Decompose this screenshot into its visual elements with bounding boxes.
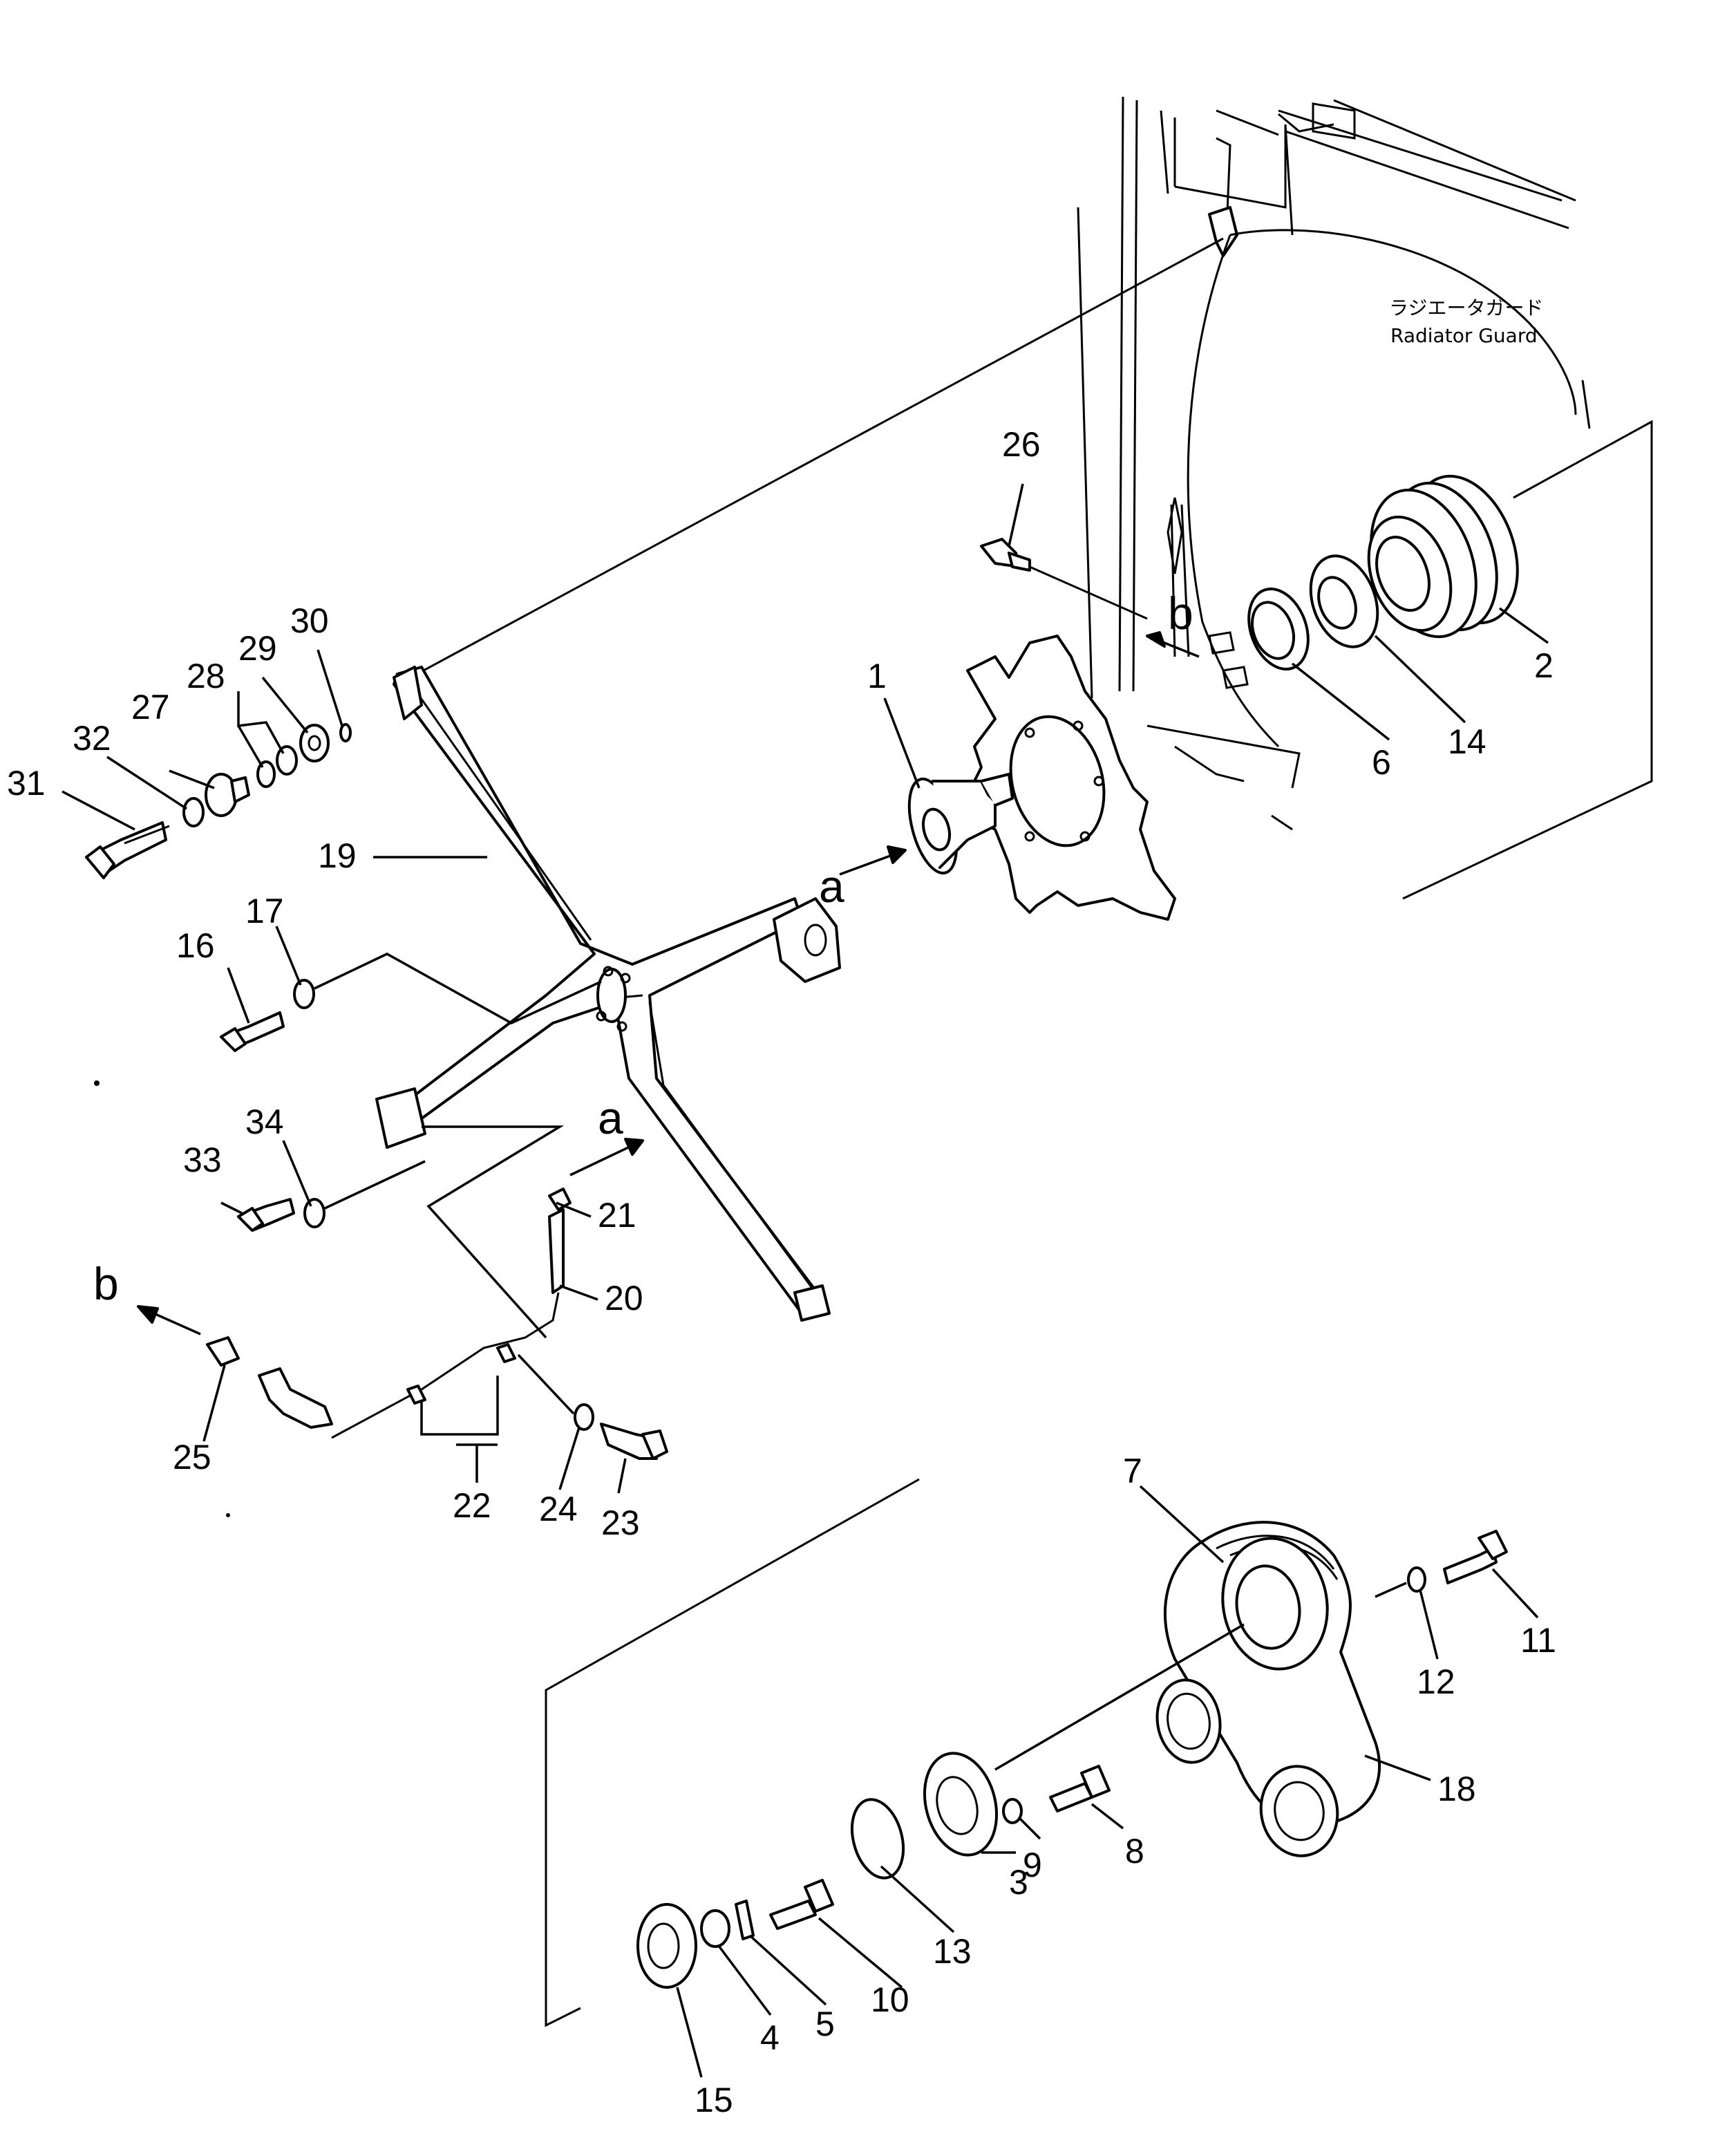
- callout-10: 10: [871, 1980, 909, 2019]
- radiator-guard: [1077, 96, 1591, 831]
- part-17-leader-line: [314, 953, 602, 1024]
- callout-17: 17: [245, 892, 284, 930]
- part-4-plate: [700, 1909, 730, 1948]
- part-26-grease-fitting: [980, 538, 1148, 620]
- part-7-belt-assembly: [1155, 1521, 1381, 1857]
- speck: [94, 1080, 100, 1086]
- lube-line: [206, 1188, 572, 1439]
- part-13-o-ring: [851, 1798, 905, 1880]
- part-2-pulley-housing: [1367, 474, 1519, 639]
- arrow-label-b-upper: b: [1168, 588, 1193, 639]
- callout-23: 23: [601, 1503, 640, 1542]
- callout-15: 15: [695, 2081, 733, 2119]
- part-31-bolt: [85, 821, 170, 879]
- callout-13: 13: [933, 1932, 972, 1971]
- part-16-bolt: [220, 1011, 285, 1052]
- part-15-bearing: [636, 1903, 697, 1989]
- part-8-bolt: [1049, 1765, 1111, 1812]
- part-24-leader-line: [517, 1353, 575, 1415]
- part-34-washer: [303, 1198, 325, 1228]
- callout-8: 8: [1125, 1832, 1144, 1871]
- callout-5: 5: [815, 2005, 835, 2043]
- part-12-washer: [1407, 1566, 1426, 1593]
- guide-lines: [404, 237, 1653, 2027]
- callout-6: 6: [1372, 743, 1391, 782]
- callout-22: 22: [453, 1486, 491, 1525]
- callout-26: 26: [1002, 425, 1041, 464]
- callout-33: 33: [183, 1141, 222, 1179]
- part-14-bearing: [1309, 554, 1379, 648]
- callout-16: 16: [176, 926, 215, 965]
- callout-25: 25: [173, 1438, 211, 1477]
- part-32-washer: [182, 797, 205, 827]
- part-6-seal: [1247, 587, 1310, 671]
- callout-7: 7: [1123, 1452, 1142, 1490]
- part-19-fan-bracket: [375, 666, 841, 1322]
- callout-32: 32: [73, 719, 111, 758]
- callout-31: 31: [7, 764, 46, 803]
- callout-leaders: [62, 483, 1549, 2078]
- callout-27: 27: [131, 688, 170, 727]
- callout-34: 34: [245, 1103, 284, 1141]
- callout-24: 24: [539, 1490, 578, 1528]
- callout-29: 29: [238, 629, 277, 668]
- arrow-label-a-lower: a: [598, 1092, 623, 1143]
- part-11-bolt: [1443, 1530, 1508, 1584]
- callout-30: 30: [290, 601, 329, 640]
- part-27-collar: [205, 773, 250, 817]
- part-5-lock-plate: [735, 1900, 755, 1940]
- part-23-bolt: [600, 1423, 668, 1460]
- part-34-leader-line: [324, 1125, 565, 1339]
- callout-2: 2: [1534, 646, 1554, 685]
- arrow-label-b-lower: b: [93, 1258, 119, 1309]
- callout-28: 28: [187, 657, 225, 695]
- arrow-b-upper: [1146, 631, 1200, 658]
- part-29-washer: [299, 724, 330, 762]
- arrow-label-a-upper: a: [819, 861, 844, 912]
- callout-14: 14: [1448, 722, 1486, 761]
- callout-numbers: 1 2 3 4 5 6 7 8 9 10 11 12 13 14 15 16 1…: [7, 425, 1556, 2119]
- part-12-leader-line: [1375, 1582, 1407, 1598]
- arrow-a-upper: [839, 845, 907, 876]
- part-30-ring: [339, 723, 352, 742]
- arrow-b-lower: [137, 1305, 201, 1335]
- part-17-washer: [293, 979, 315, 1009]
- callout-12: 12: [1417, 1662, 1455, 1701]
- speck: [226, 1513, 230, 1517]
- part-33-bolt: [237, 1198, 295, 1232]
- part-3-cover: [923, 1752, 999, 1857]
- part-9-washer: [1002, 1798, 1023, 1824]
- part-24-washer: [574, 1403, 594, 1431]
- callout-4: 4: [760, 2018, 780, 2057]
- part-3-leader-line: [994, 1623, 1245, 1771]
- callout-19: 19: [318, 836, 357, 875]
- part-1-hub: [907, 773, 1014, 875]
- callout-9: 9: [1023, 1846, 1042, 1884]
- callout-3: 3: [1009, 1863, 1028, 1902]
- arrow-a-lower: [569, 1138, 644, 1177]
- radiator-guard-label-en: Radiator Guard: [1390, 324, 1538, 347]
- part-10-bolt: [769, 1879, 834, 1930]
- radiator-guard-label: ラジエータガード Radiator Guard: [1389, 297, 1543, 347]
- callout-18: 18: [1437, 1770, 1476, 1808]
- callout-11: 11: [1520, 1621, 1556, 1660]
- callout-1: 1: [867, 657, 887, 695]
- callout-20: 20: [605, 1279, 643, 1318]
- callout-21: 21: [598, 1196, 636, 1235]
- radiator-guard-label-jp: ラジエータガード: [1389, 297, 1543, 319]
